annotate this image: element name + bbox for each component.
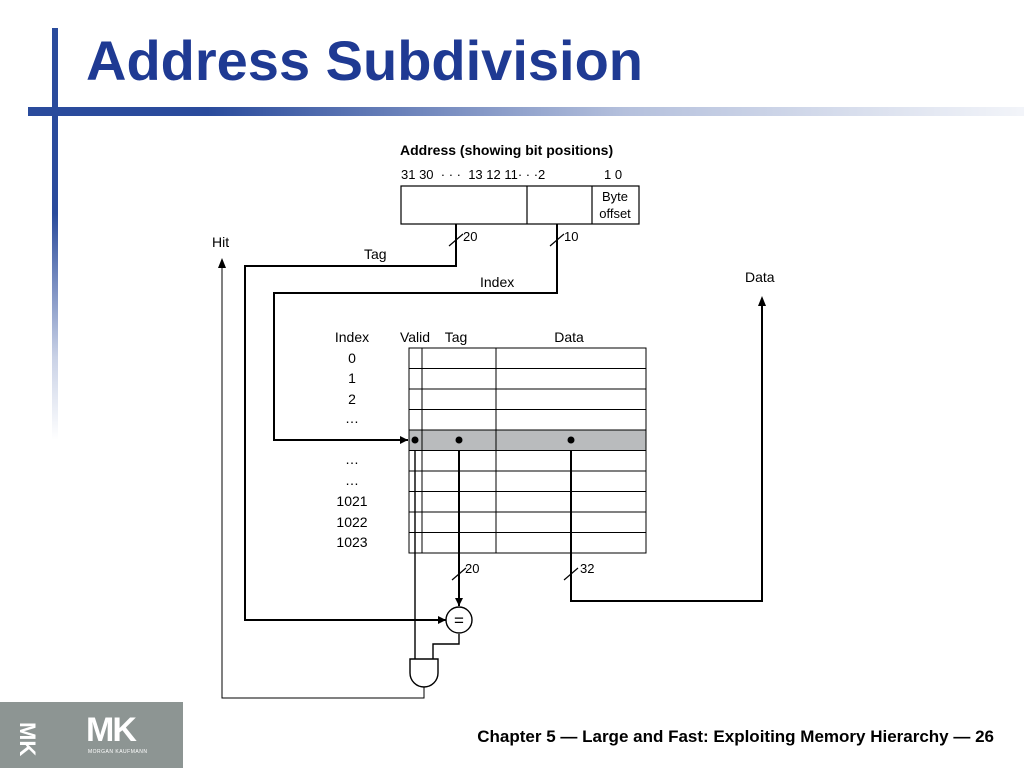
slide-title: Address Subdivision — [86, 29, 643, 92]
cache-table — [408, 347, 647, 554]
column-data-header: Data — [554, 329, 584, 345]
publisher-logo: MK MK MORGAN KAUFMANN — [0, 702, 183, 768]
tag-label: Tag — [364, 246, 387, 262]
row-index-label: 2 — [348, 391, 356, 407]
row-index-label: … — [345, 451, 359, 467]
column-valid-header: Valid — [400, 329, 430, 345]
comparator-symbol: = — [454, 611, 464, 630]
selected-row-highlight — [409, 430, 646, 450]
and-gate — [409, 658, 439, 688]
arrowheads — [218, 258, 766, 624]
tag-out-width-label: 20 — [465, 561, 479, 576]
data-out-width-label: 32 — [580, 561, 594, 576]
row-index-labels: 0 1 2 … … … 1021 1022 1023 — [336, 350, 367, 550]
row-index-label: 1 — [348, 370, 356, 386]
byte-offset-label-2: offset — [599, 206, 631, 221]
row-index-label: … — [345, 410, 359, 426]
index-width-label: 10 — [564, 229, 578, 244]
slide-footer: Chapter 5 — Large and Fast: Exploiting M… — [477, 727, 994, 746]
accent-horizontal-bar — [28, 107, 1024, 116]
logo-mark-rotated: MK — [15, 722, 40, 757]
hit-label: Hit — [212, 234, 229, 250]
tag-width-label: 20 — [463, 229, 477, 244]
junction-dots — [411, 436, 575, 444]
comparator-circle — [445, 606, 473, 634]
row-index-label: 1021 — [336, 493, 367, 509]
byte-offset-label-1: Byte — [602, 189, 628, 204]
row-index-label: 0 — [348, 350, 356, 366]
index-label: Index — [480, 274, 514, 290]
address-title: Address (showing bit positions) — [400, 142, 613, 158]
wires — [221, 224, 763, 699]
logo-mark: MK — [86, 711, 137, 749]
accent-vertical-bar — [52, 28, 58, 440]
bit-positions-left: 31 30 · · · 13 12 11· · ·2 — [401, 167, 545, 182]
column-index-header: Index — [335, 329, 369, 345]
bit-positions-right: 1 0 — [604, 167, 622, 182]
logo-subtext: MORGAN KAUFMANN — [88, 749, 148, 755]
column-tag-header: Tag — [445, 329, 468, 345]
data-label: Data — [745, 269, 775, 285]
row-index-label: 1023 — [336, 534, 367, 550]
row-index-label: 1022 — [336, 514, 367, 530]
address-register — [400, 185, 640, 225]
row-index-label: … — [345, 472, 359, 488]
